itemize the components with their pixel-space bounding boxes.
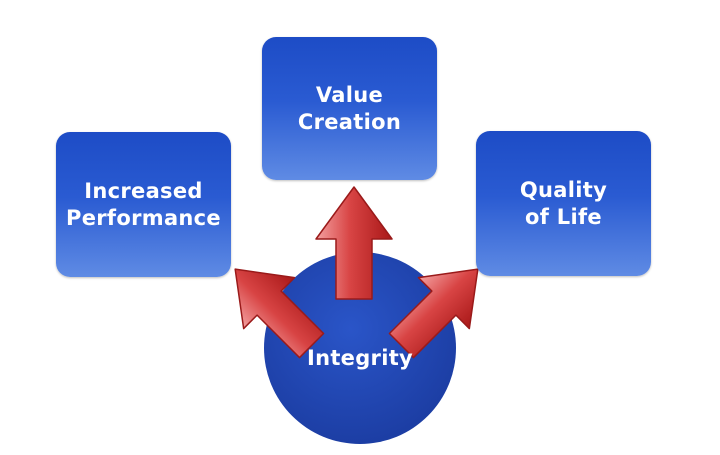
value-creation-line1: Value	[315, 82, 384, 107]
arrow-up-right-icon	[388, 268, 479, 359]
quality-of-life-line2: of Life	[525, 204, 602, 229]
increased-performance-box: Increased Performance	[56, 132, 231, 277]
increased-performance-line1: Increased	[84, 178, 203, 203]
value-creation-line2: Creation	[297, 109, 402, 134]
arrow-up-icon	[315, 186, 393, 300]
increased-performance-line2: Performance	[66, 205, 221, 230]
arrow-up-left-icon	[234, 268, 325, 359]
integrity-circle	[264, 252, 456, 444]
quality-of-life-box: Quality of Life	[476, 131, 651, 276]
value-creation-box: Value Creation	[262, 37, 437, 180]
integrity-label: Integrity	[306, 346, 414, 370]
quality-of-life-line1: Quality	[519, 177, 608, 202]
